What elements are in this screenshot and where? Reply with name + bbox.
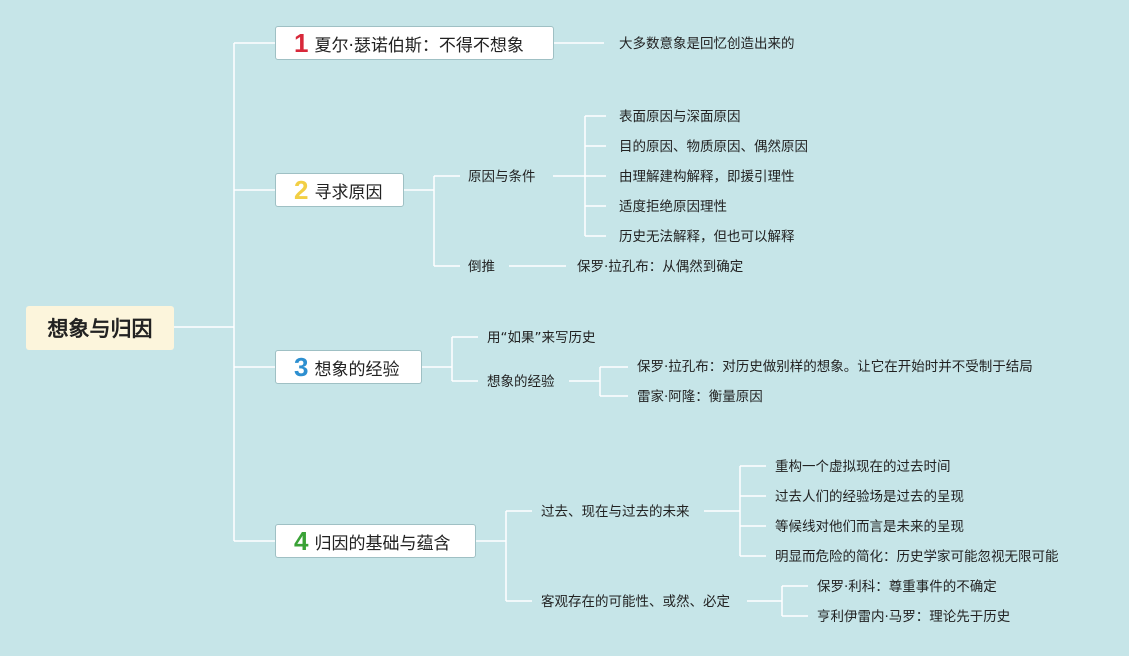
subtopic-t2-backward[interactable]: 倒推 — [468, 259, 495, 275]
subtopic-t4-past[interactable]: 过去、现在与过去的未来 — [541, 504, 690, 520]
subtopic-t4-possibility[interactable]: 客观存在的可能性、或然、必定 — [541, 594, 730, 610]
leaf-t4-2[interactable]: 过去人们的经验场是过去的呈现 — [775, 489, 964, 505]
leaf-t2-5[interactable]: 历史无法解释，但也可以解释 — [619, 229, 795, 245]
connector-t4-c1 — [704, 465, 766, 557]
topic-3[interactable]: 3 想象的经验 — [275, 350, 422, 384]
leaf-t2-3[interactable]: 由理解建构解释，即援引理性 — [619, 169, 795, 185]
topic-4[interactable]: 4 归因的基础与蕴含 — [275, 524, 476, 558]
leaf-t4-4[interactable]: 明显而危险的简化：历史学家可能忽视无限可能 — [775, 549, 1059, 565]
topic-2[interactable]: 2 寻求原因 — [275, 173, 404, 207]
connector-t3 — [422, 336, 478, 382]
connector-t3-c2 — [569, 366, 628, 397]
topic-1-label: 夏尔·瑟诺伯斯：不得不想象 — [314, 35, 524, 56]
subtopic-t3-experience[interactable]: 想象的经验 — [487, 374, 555, 390]
connector-t4-c2 — [747, 585, 808, 617]
topic-3-label: 想象的经验 — [314, 359, 400, 380]
topic-4-label: 归因的基础与蕴含 — [314, 533, 451, 554]
leaf-t2-2[interactable]: 目的原因、物质原因、偶然原因 — [619, 139, 808, 155]
leaf-t4-1[interactable]: 重构一个虚拟现在的过去时间 — [775, 459, 951, 475]
number-3-badge: 3 — [294, 352, 309, 382]
leaf-t4-5[interactable]: 保罗·利科：尊重事件的不确定 — [817, 579, 997, 595]
leaf-t4-3[interactable]: 等候线对他们而言是未来的呈现 — [775, 519, 964, 535]
root-topic[interactable]: 想象与归因 — [26, 306, 174, 350]
leaf-t3-1[interactable]: 保罗·拉孔布：对历史做别样的想象。让它在开始时并不受制于结局 — [637, 359, 1033, 375]
leaf-t2-4[interactable]: 适度拒绝原因理性 — [619, 199, 727, 215]
leaf-t2-1[interactable]: 表面原因与深面原因 — [619, 109, 741, 125]
connector-t4 — [476, 510, 532, 602]
leaf-t4-6[interactable]: 亨利伊雷内·马罗：理论先于历史 — [817, 609, 1011, 625]
topic-1[interactable]: 1 夏尔·瑟诺伯斯：不得不想象 — [275, 26, 554, 60]
subtopic-t1-1[interactable]: 大多数意象是回忆创造出来的 — [619, 36, 795, 52]
connector-root — [174, 42, 275, 542]
leaf-t2-backward-1[interactable]: 保罗·拉孔布：从偶然到确定 — [577, 259, 744, 275]
number-4-badge: 4 — [294, 526, 309, 556]
number-2-badge: 2 — [294, 175, 309, 205]
subtopic-t3-if[interactable]: 用“如果”来写历史 — [487, 330, 596, 346]
leaf-t3-2[interactable]: 雷家·阿隆：衡量原因 — [637, 389, 763, 405]
subtopic-t2-causes[interactable]: 原因与条件 — [468, 169, 536, 185]
number-1-badge: 1 — [294, 28, 309, 58]
connector-t2-c1 — [553, 115, 606, 237]
connector-t2 — [404, 175, 460, 267]
topic-2-label: 寻求原因 — [314, 182, 383, 203]
